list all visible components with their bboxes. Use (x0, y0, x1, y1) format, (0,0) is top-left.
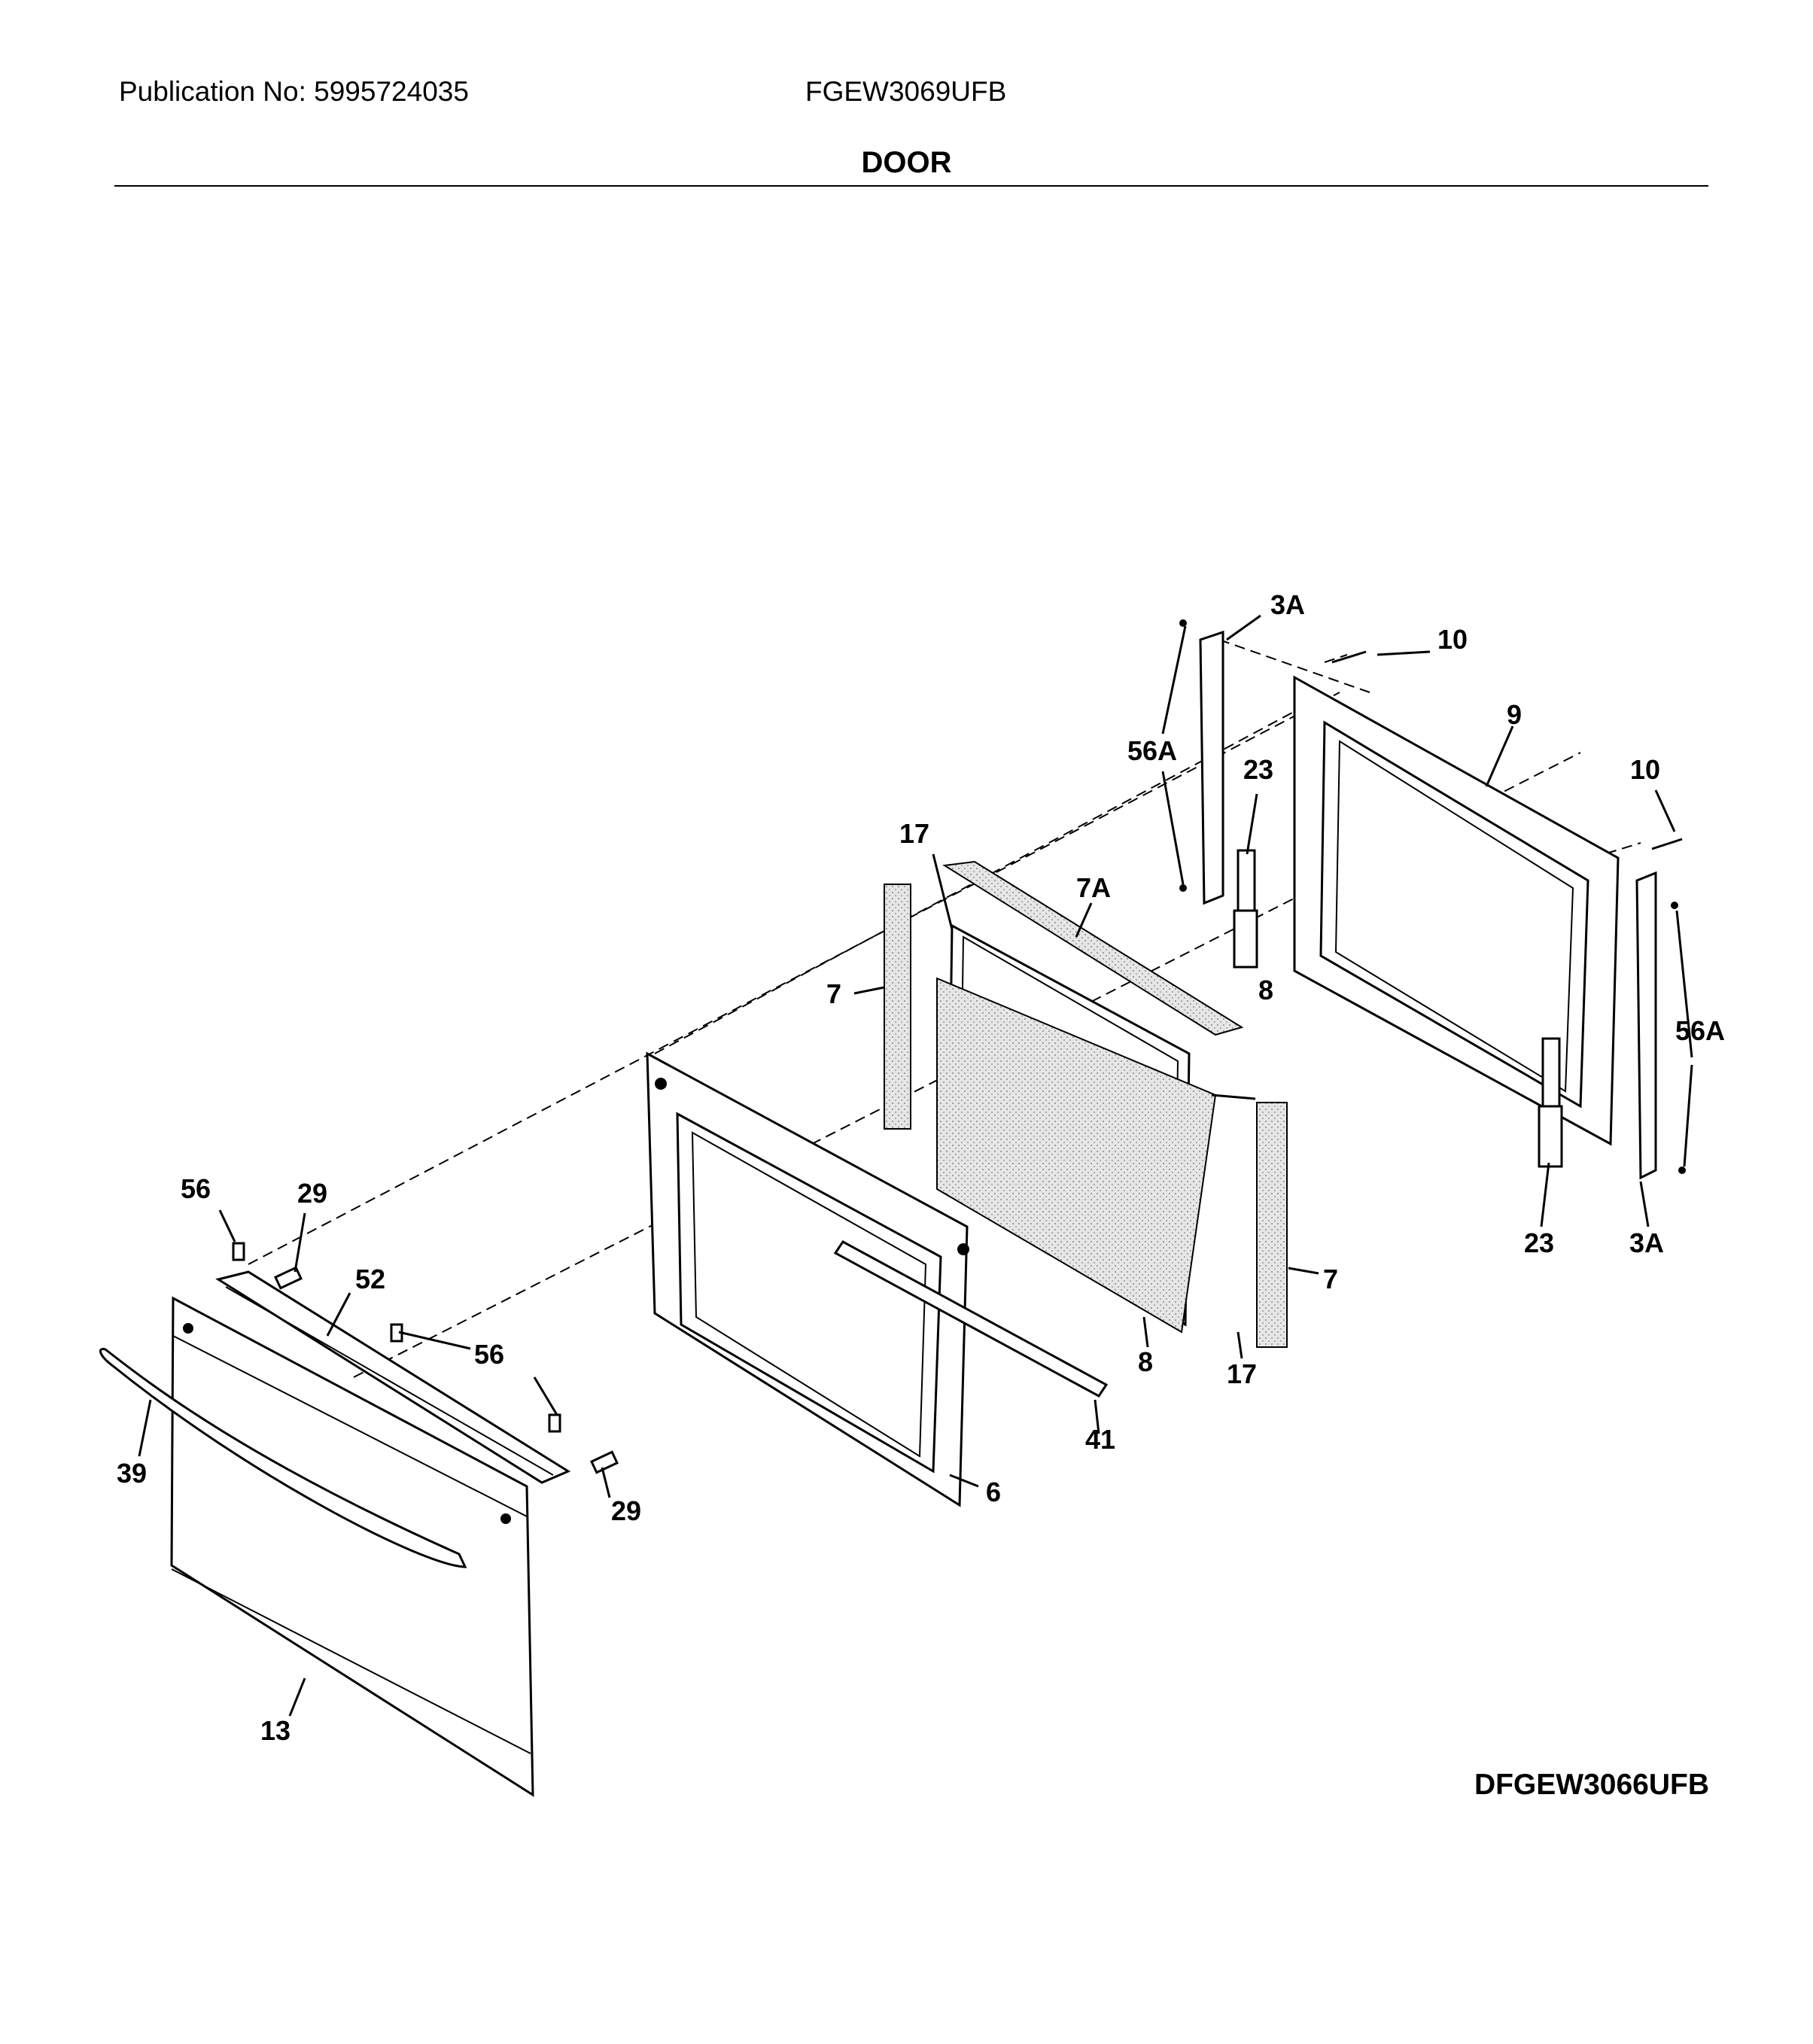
callout-29-top: 29 (297, 1178, 327, 1209)
leader-lines (138, 614, 1693, 1717)
screws-and-spacers (232, 1242, 619, 1474)
callout-7-left: 7 (826, 978, 841, 1009)
header-divider (114, 185, 1708, 187)
door-glass (936, 977, 1217, 1334)
callout-labels: 3A 10 9 56A 23 10 17 7A 7 8 56A 56 29 52… (117, 589, 1725, 1746)
callout-41: 41 (1085, 1424, 1115, 1455)
callout-56a-left: 56A (1127, 735, 1177, 766)
callout-7a: 7A (1076, 872, 1111, 903)
callout-23-top: 23 (1243, 754, 1273, 785)
hinge-bottom (1538, 1037, 1563, 1168)
callout-29-bottom: 29 (611, 1495, 641, 1526)
callout-7-right: 7 (1323, 1264, 1338, 1294)
callout-9: 9 (1507, 699, 1522, 730)
callout-39: 39 (117, 1458, 147, 1489)
hinge-screws (1179, 619, 1686, 1174)
callout-3a-top: 3A (1270, 589, 1305, 620)
callout-8-top: 8 (1258, 975, 1273, 1005)
door-handle (99, 1347, 467, 1568)
publication-number: Publication No: 5995724035 (119, 76, 469, 107)
hinge-receptacle-bottom (1635, 871, 1657, 1180)
vent-trim (215, 1270, 571, 1484)
callout-10-right: 10 (1630, 754, 1660, 785)
outer-door-panel (170, 1296, 534, 1797)
callout-52: 52 (355, 1264, 385, 1294)
insulation-strip-right (1256, 1102, 1288, 1348)
callout-56a-right: 56A (1675, 1015, 1725, 1046)
callout-56-left: 56 (181, 1173, 211, 1204)
callout-3a-bottom: 3A (1629, 1227, 1664, 1258)
callout-8-bottom: 8 (1138, 1346, 1153, 1377)
hinge-receptacle-top (1199, 630, 1224, 905)
callout-17-top: 17 (899, 818, 929, 849)
callout-56-mid: 56 (474, 1339, 504, 1370)
callout-13: 13 (260, 1715, 291, 1746)
inner-door-frame (646, 1051, 969, 1507)
model-number: FGEW3069UFB (805, 76, 1007, 107)
diagram-id: DFGEW3066UFB (1474, 1769, 1709, 1801)
callout-17-bottom: 17 (1227, 1358, 1257, 1389)
hinge-top (1233, 849, 1258, 969)
lower-bracket (833, 1240, 1109, 1398)
page-title: DOOR (861, 146, 952, 179)
inner-liner-frame (1293, 675, 1620, 1146)
insulation-strip-left (884, 884, 911, 1130)
callout-6: 6 (986, 1477, 1001, 1507)
insulation-strip-top (942, 860, 1244, 1036)
callout-23-bottom: 23 (1524, 1227, 1554, 1258)
callout-10-top: 10 (1437, 624, 1468, 655)
